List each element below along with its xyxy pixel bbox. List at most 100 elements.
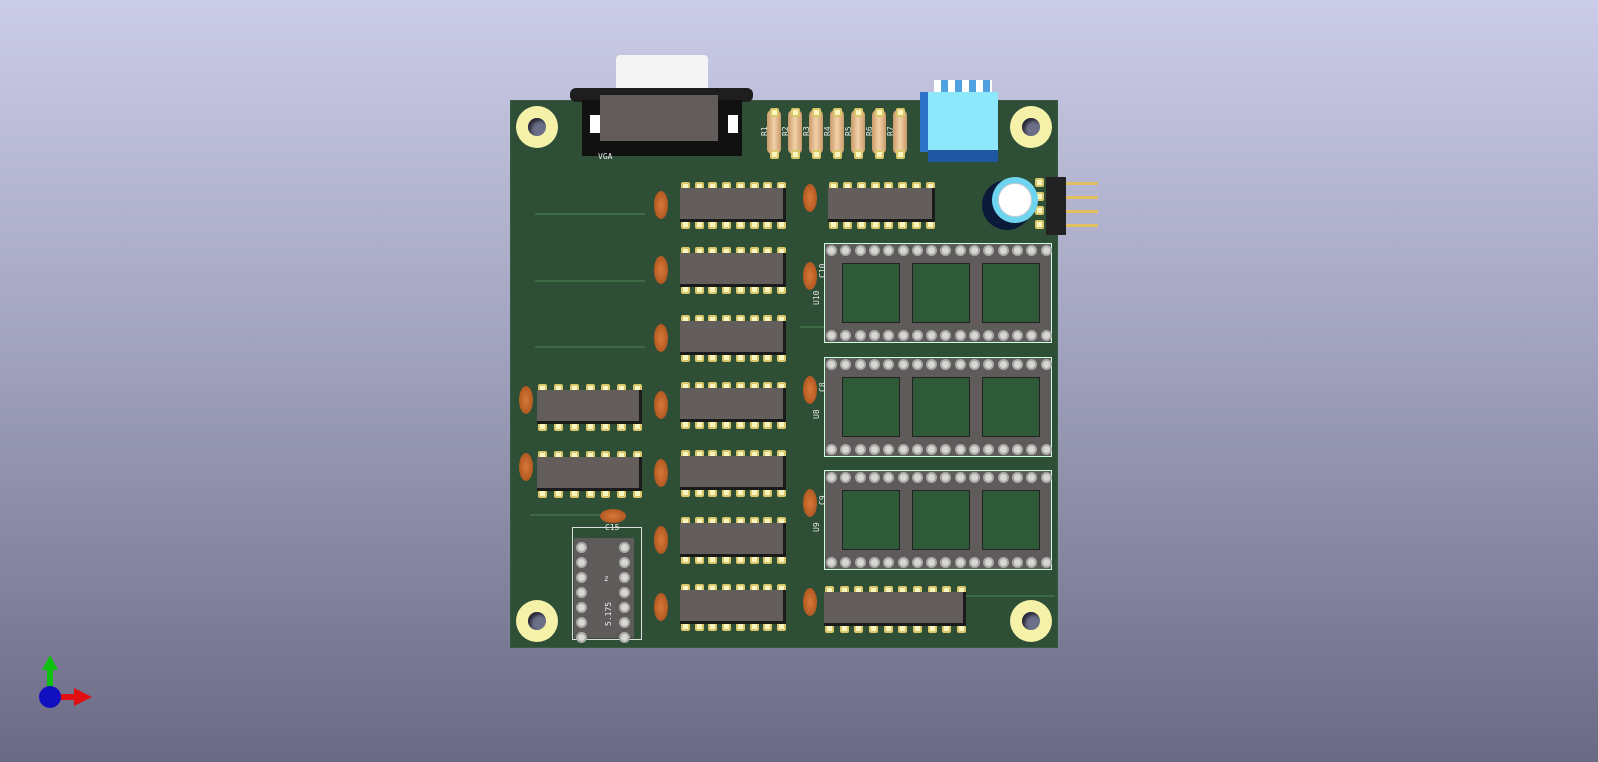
dip-ic [680,456,786,490]
socket-pin [983,330,995,341]
socket-window [842,263,900,323]
socket-pin [983,557,995,568]
ceramic-capacitor [654,191,668,219]
socket-pin [997,359,1009,370]
ceramic-capacitor [654,256,668,284]
socket-pin [940,330,952,341]
pin-header [1046,177,1066,235]
resistor-pad [770,108,779,117]
ceramic-capacitor [803,262,817,290]
socket-pin [576,557,587,568]
resistor-pad [812,108,821,117]
socket-pin [911,330,923,341]
socket-pin [897,330,909,341]
socket-pin [940,472,952,483]
socket-pin [619,542,630,553]
copper-trace [535,280,645,282]
socket-pin [840,472,852,483]
socket-pin [983,472,995,483]
resistor-pad [770,150,779,159]
mounting-hole [1010,600,1052,642]
vga-connector-body [600,95,718,141]
socket-pin [897,444,909,455]
socket-pin [854,330,866,341]
socket-pin [969,245,980,256]
socket-pin [1040,245,1052,256]
socket-pin [911,472,923,483]
socket-pin [940,245,952,256]
dip-ic [680,321,786,355]
copper-trace [960,595,1055,597]
socket-pin [1026,444,1038,455]
resistor-pad [833,108,842,117]
dip-ic [680,590,786,624]
x-axis-icon [50,694,78,700]
socket-window [982,377,1040,437]
socket-pin [954,472,966,483]
electrolytic-capacitor-top [998,183,1032,217]
socket-window [912,377,970,437]
socket-pin [926,330,938,341]
socket-pin [883,245,895,256]
ceramic-capacitor [654,593,668,621]
socket-pin [926,472,938,483]
vga-screw-left [590,115,600,133]
resistor [788,110,802,154]
socket-pin [854,359,866,370]
vga-connector-shell [616,55,708,91]
socket-window [842,490,900,550]
resistor-pad [854,108,863,117]
socket-pin [619,632,630,643]
socket-pin [1026,245,1038,256]
socket-pin [840,245,852,256]
header-pad [1035,178,1044,187]
socket-window [982,490,1040,550]
resistor-pad [896,150,905,159]
socket-pin [826,330,837,341]
copper-trace [800,326,830,328]
socket-label: U8 [812,409,821,419]
resistor-label: R5 [844,126,853,136]
socket-pin [969,330,980,341]
header-pin [1060,210,1098,213]
socket-pin [1040,444,1052,455]
socket-pin [576,542,587,553]
copper-trace [535,346,645,348]
socket-pin [576,617,587,628]
dip-switch-base [928,150,998,162]
socket-pin [1026,472,1038,483]
socket-pin [926,557,938,568]
socket-pin [883,330,895,341]
socket-label: U10 [812,290,821,305]
vga-screw-right [728,115,738,133]
socket-pin [854,557,866,568]
socket-pin [897,472,909,483]
ceramic-capacitor [654,526,668,554]
socket-pin [1011,359,1023,370]
resistor-label: R6 [865,126,874,136]
socket-pin [1040,557,1052,568]
ceramic-capacitor [803,184,817,212]
dip-ic [537,390,642,424]
socket-pin [969,557,980,568]
socket-pin [897,245,909,256]
socket-pin [997,557,1009,568]
resistor-pad [875,108,884,117]
socket-pin [883,359,895,370]
socket-pin [576,572,587,583]
socket-pin [1011,444,1023,455]
copper-trace [530,514,610,516]
resistor-pad [791,150,800,159]
small-socket-text: 5.175 [604,601,613,626]
copper-trace [535,213,645,215]
socket-pin [1011,472,1023,483]
socket-pin [911,359,923,370]
socket-pin [883,444,895,455]
resistor-label: R1 [760,126,769,136]
ceramic-capacitor [654,459,668,487]
resistor-label: R7 [886,126,895,136]
socket-pin [1026,557,1038,568]
ceramic-capacitor-c15 [600,509,626,523]
socket-pin [868,472,880,483]
ic-socket-14pin [572,527,642,640]
